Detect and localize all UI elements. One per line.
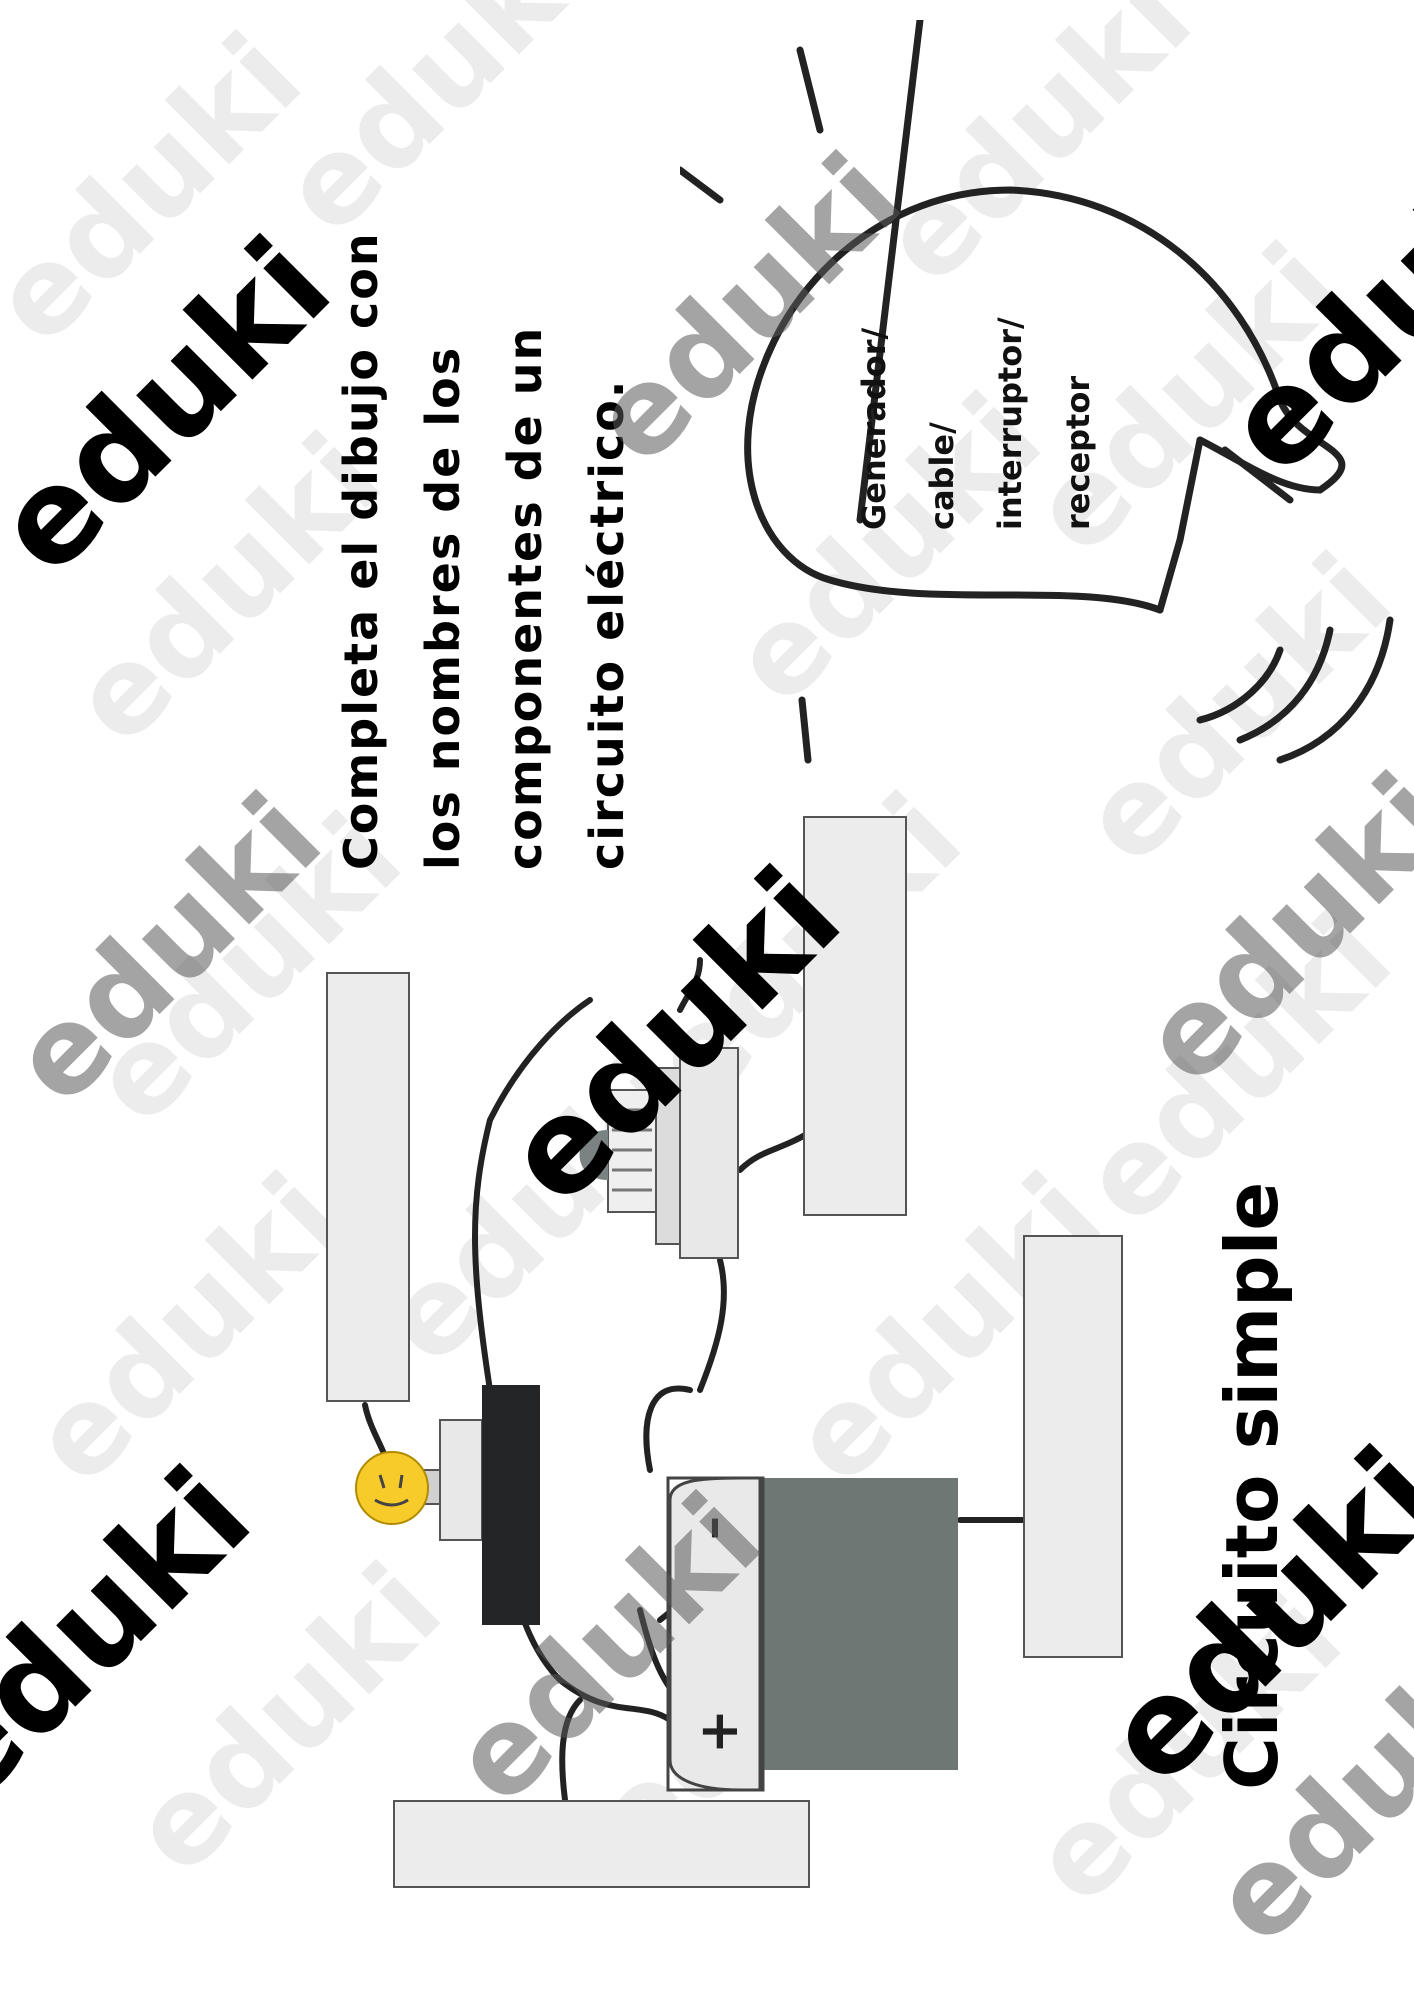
answer-box-switch[interactable] — [393, 1800, 810, 1888]
battery-positive-label: + — [687, 1708, 751, 1755]
answer-box-socket[interactable] — [803, 816, 907, 1216]
socket-component — [579, 1047, 739, 1259]
battery-negative-label: – — [684, 1516, 740, 1540]
battery-component — [666, 1476, 958, 1792]
wire — [559, 1697, 583, 1803]
lightbulb-icon — [680, 20, 1394, 764]
answer-box-bulb[interactable] — [326, 972, 410, 1402]
wire — [643, 1385, 693, 1473]
bulb-component — [355, 1419, 483, 1541]
wire — [677, 957, 703, 1013]
wire — [737, 1132, 808, 1173]
switch-component — [482, 1385, 540, 1625]
page-title: Circuito simple — [1210, 1181, 1294, 1790]
wire — [697, 1257, 727, 1393]
answer-box-battery[interactable] — [1023, 1235, 1123, 1658]
wire — [472, 997, 593, 1393]
